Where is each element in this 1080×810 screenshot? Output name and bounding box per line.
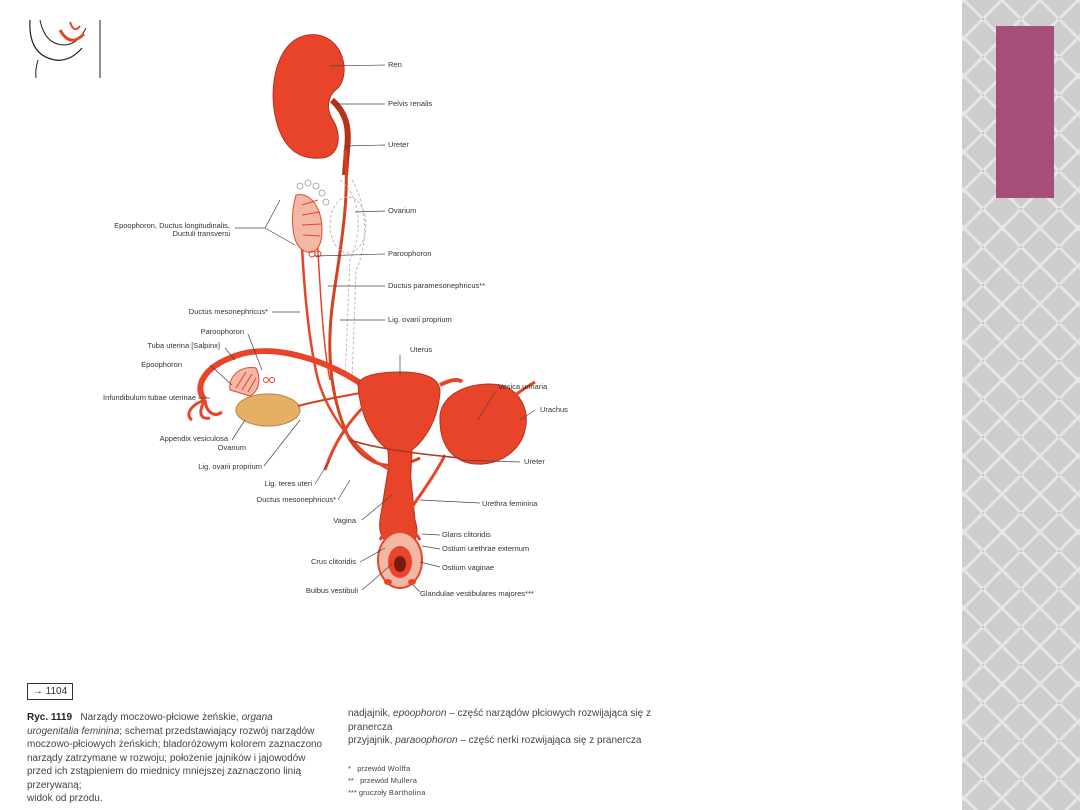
note1-a: nadjajnik, (348, 708, 391, 719)
ureter-right (349, 439, 461, 459)
label-pelvis-renalis: Pelvis renalis (388, 99, 432, 108)
external-genitalia (377, 526, 423, 589)
label-urethra-feminina: Urethra feminina (482, 499, 538, 508)
caption-number: Ryc. 1119 (27, 712, 73, 723)
footnote-3-name: Bartholina (388, 788, 426, 797)
caption-text-a: Narządy moczowo-płciowe żeńskie, (80, 712, 239, 723)
footnote-3: *** gruczoły Bartholina (348, 788, 426, 797)
label-glandulae: Glandulae vestibulares majores*** (420, 589, 534, 598)
label-urachus: Urachus (540, 405, 568, 414)
label-vagina: Vagina (333, 516, 357, 525)
label-lig-teres-uteri: Lig. teres uteri (264, 479, 312, 488)
uterus (357, 371, 464, 546)
label-crus-clitoridis: Crus clitoridis (311, 557, 356, 566)
label-epoophoron: Epoophoron (141, 360, 182, 369)
uterine-tube (187, 348, 372, 422)
ovary (235, 393, 301, 427)
footnote-1-mark: * (348, 764, 351, 773)
label-ovarium-2: Ovarium (218, 443, 246, 452)
caption-notes: nadjajnik, epoophoron – część narządów p… (348, 707, 668, 748)
thumbnail-pelvis-icon (29, 19, 101, 79)
label-glans-clitoridis: Glans clitoridis (442, 530, 491, 539)
note2-a: przyjajnik, (348, 735, 393, 746)
label-ostium-urethrae: Ostium urethrae externum (442, 544, 529, 553)
label-ureter: Ureter (388, 140, 409, 149)
footnote-1: * przewód Wolffa (348, 764, 410, 773)
label-lig-ovarii-proprium: Lig. ovarii proprium (388, 315, 452, 324)
footnote-3-mark: *** (348, 788, 357, 797)
leader-lines (198, 64, 536, 593)
epoophoron-lower (229, 366, 275, 397)
figure-caption: Ryc. 1119 Narządy moczowo-płciowe żeński… (27, 711, 327, 806)
label-bulbus-vestibuli: Bulbus vestibuli (306, 586, 358, 595)
label-epoophoron-ductus-2: Ductuli transversi (172, 229, 230, 238)
anatomy-illustration: Ren Pelvis renalis Ureter Ovarium Epooph… (29, 19, 568, 598)
footnote-3-text: gruczoły (358, 788, 387, 797)
embryonic-ovary-dashed (329, 179, 367, 381)
footnote-2-text: przewód (360, 776, 389, 785)
label-ductus-mesonephricus: Ductus mesonephricus* (189, 307, 268, 316)
note2-b: – część nerki rozwijająca się z pranercz… (460, 735, 642, 746)
round-ligament (323, 398, 372, 471)
footnote-2: ** przewód Mullera (348, 776, 417, 785)
label-ovarium: Ovarium (388, 206, 416, 215)
label-ren: Ren (388, 60, 402, 69)
epoophoron-upper (292, 179, 330, 258)
caption-text-c: widok od przodu. (27, 793, 103, 804)
footnote-2-name: Mullera (390, 776, 418, 785)
figure-ref-box: → 1104 (27, 683, 73, 700)
accent-bar (996, 26, 1054, 198)
label-ureter-2: Ureter (524, 457, 545, 466)
label-paroophoron: Paroophoron (388, 249, 431, 258)
label-paroophoron-2: Paroophoron (201, 327, 244, 336)
label-epoophoron-ductus-1: Epoophoron, Ductus longitudinalis, (114, 221, 230, 230)
caption-text-latin: organa urogenitalia feminina (27, 712, 273, 737)
caption-text-b: ; schemat przedstawiający rozwój narządó… (27, 725, 323, 791)
kidney-ren (272, 34, 351, 176)
label-ostium-vaginae: Ostium vaginae (442, 563, 494, 572)
label-tuba-uterina: Tuba uterina [Salpinx] (147, 341, 220, 350)
mesonephric-duct-left (298, 199, 407, 521)
ovarian-ligament (297, 391, 366, 407)
label-vesica-urinaria: Vesica urinaria (498, 382, 548, 391)
label-appendix-vesiculosa: Appendix vesiculosa (160, 434, 229, 443)
footnote-1-name: Wolffa (387, 764, 411, 773)
note2-latin: paraoophoron (395, 735, 458, 746)
footnote-2-mark: ** (348, 776, 354, 785)
note1-latin: epoophoron (393, 708, 447, 719)
label-ductus-mesonephricus-2: Ductus mesonephricus* (257, 495, 336, 504)
footnote-1-text: przewód (357, 764, 386, 773)
label-ductus-paramesonephricus: Ductus paramesonephricus** (388, 281, 485, 290)
note1-b: – część narządów płciowych rozwijająca s… (348, 708, 651, 733)
label-lig-ovarii-proprium-2: Lig. ovarii proprium (198, 462, 262, 471)
label-uterus: Uterus (410, 345, 432, 354)
label-infundibulum: Infundibulum tubae uterinae (103, 393, 196, 402)
